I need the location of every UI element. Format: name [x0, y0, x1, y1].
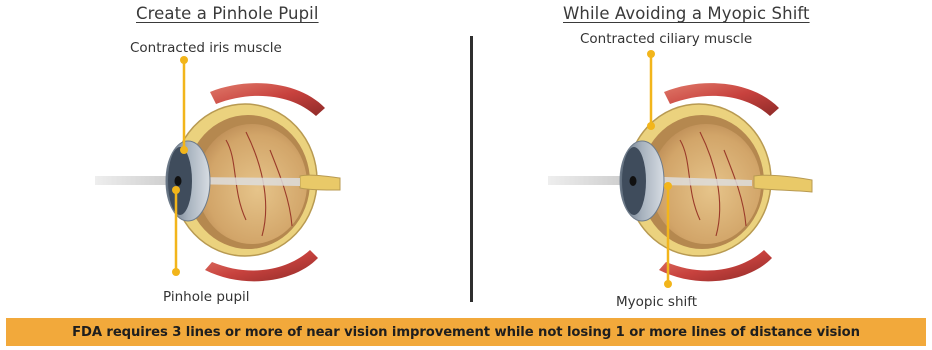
right-eye: [548, 83, 812, 281]
pinhole-pupil-label: Pinhole pupil: [163, 289, 250, 305]
fda-requirement-banner: FDA requires 3 lines or more of near vis…: [6, 318, 926, 346]
contracted-ciliary-muscle-label: Contracted ciliary muscle: [580, 31, 752, 47]
contracted-iris-muscle-label: Contracted iris muscle: [130, 40, 282, 56]
fda-requirement-text: FDA requires 3 lines or more of near vis…: [72, 325, 860, 340]
left-eye: [95, 83, 340, 281]
myopic-shift-label: Myopic shift: [616, 294, 697, 310]
